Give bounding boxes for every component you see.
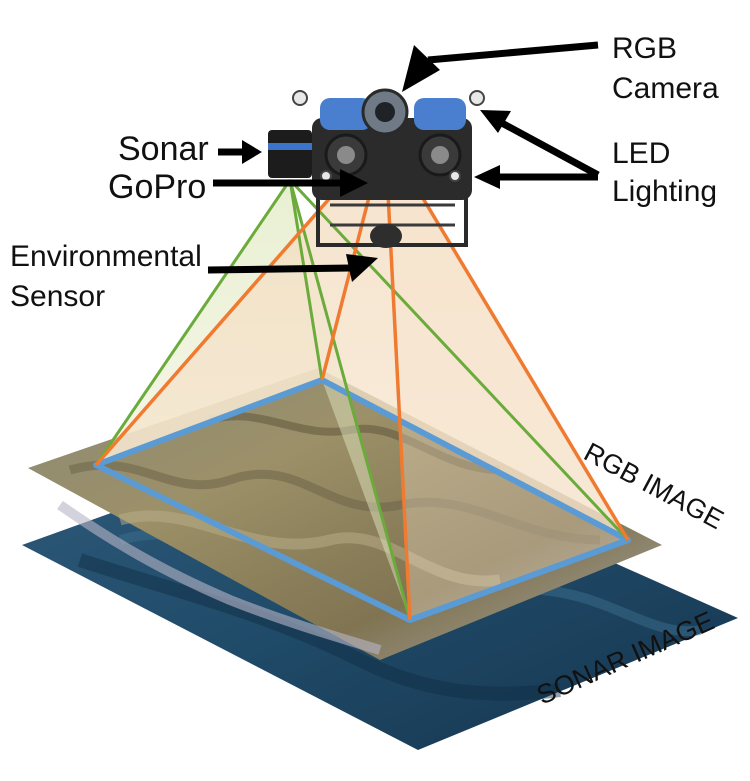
sonar-beam-lines: [94, 178, 630, 621]
gopro-label: GoPro: [108, 168, 206, 206]
environmental-sensor-label-line2: Sensor: [10, 280, 105, 313]
rgb-camera-label-line1: RGB: [612, 32, 677, 65]
led-lighting-label-line2: Lighting: [612, 175, 717, 208]
arrow-icon: [207, 41, 600, 282]
rgb-camera-label-line2: Camera: [612, 72, 719, 105]
rov-vehicle-icon: [292, 88, 485, 248]
environmental-sensor-label-line1: Environmental: [10, 240, 202, 273]
rgb-camera-cone-fill: [96, 135, 628, 620]
sonar-label: Sonar: [118, 130, 209, 168]
led-lighting-label-line1: LED: [612, 137, 670, 170]
sonar-device-icon: [268, 130, 312, 178]
